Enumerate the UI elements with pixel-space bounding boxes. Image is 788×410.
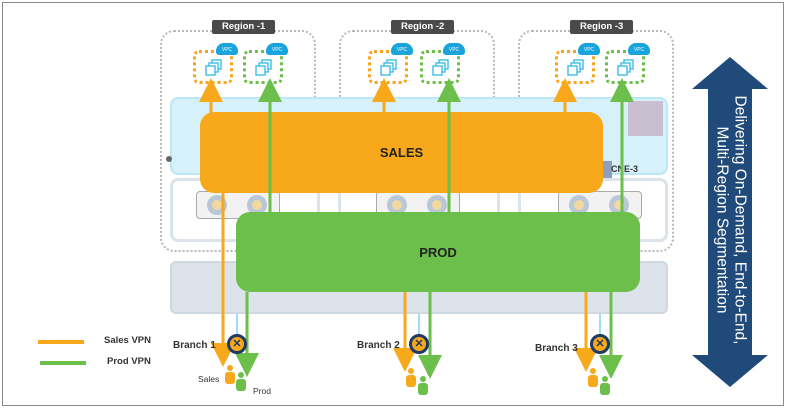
instances-icon <box>380 59 397 76</box>
prod-user-icon <box>236 372 246 391</box>
sales-user-label: Sales <box>198 374 220 384</box>
sales-user-icon <box>225 365 235 384</box>
branch-2-router-icon[interactable]: ✕ <box>409 334 429 354</box>
vpc-cloud-icon: VPC <box>216 43 238 55</box>
prod-vpc-region-2[interactable]: VPC <box>420 43 465 84</box>
double-arrow-icon <box>692 57 768 387</box>
diagram-frame <box>2 2 784 406</box>
router-icon <box>427 195 447 215</box>
sales-user-icon <box>588 368 598 387</box>
network-hub-icon <box>628 101 663 136</box>
cne-1-marker <box>166 156 172 162</box>
instances-icon <box>617 59 634 76</box>
vpc-cloud-icon: VPC <box>443 43 465 55</box>
prod-segment: PROD <box>236 212 640 292</box>
router-icon <box>569 195 589 215</box>
vpc-cloud-icon: VPC <box>266 43 288 55</box>
branch-1-label: Branch 1 <box>173 340 216 351</box>
branch-2-label: Branch 2 <box>357 340 400 351</box>
sales-segment: SALES <box>200 112 603 193</box>
router-icon <box>247 195 267 215</box>
region-3-label: Region -3 <box>570 20 634 34</box>
router-icon <box>609 195 629 215</box>
branch-1-router-icon[interactable]: ✕ <box>227 334 247 354</box>
vpc-cloud-icon: VPC <box>578 43 600 55</box>
banner-line-2: Multi-Region Segmentation <box>713 126 731 314</box>
sales-user-icon <box>406 368 416 387</box>
sales-segment-label: SALES <box>379 145 424 160</box>
prod-user-label: Prod <box>253 386 271 396</box>
instances-icon <box>567 59 584 76</box>
region-2-label: Region -2 <box>391 20 455 34</box>
prod-segment-label: PROD <box>419 244 457 260</box>
legend-sales-swatch <box>38 340 84 344</box>
segmentation-banner: Delivering On-Demand, End-to-End, Multi-… <box>700 70 760 370</box>
instances-icon <box>255 59 272 76</box>
legend-prod-swatch <box>40 361 86 365</box>
prod-user-icon <box>418 376 428 395</box>
legend-sales-label: Sales VPN <box>104 335 151 346</box>
vpc-cloud-icon: VPC <box>391 43 413 55</box>
branch-3-label: Branch 3 <box>535 343 578 354</box>
banner-line-1: Delivering On-Demand, End-to-End, <box>731 95 749 345</box>
legend-prod-label: Prod VPN <box>107 356 151 367</box>
vpc-cloud-icon: VPC <box>628 43 650 55</box>
cne-3-label: CNE-3 <box>611 164 639 174</box>
router-icon <box>387 195 407 215</box>
instances-icon <box>205 59 222 76</box>
cne-3-icon <box>603 161 612 183</box>
prod-user-icon <box>600 376 610 395</box>
region-1-label: Region -1 <box>212 20 276 34</box>
instances-icon <box>432 59 449 76</box>
branch-3-router-icon[interactable]: ✕ <box>590 334 610 354</box>
